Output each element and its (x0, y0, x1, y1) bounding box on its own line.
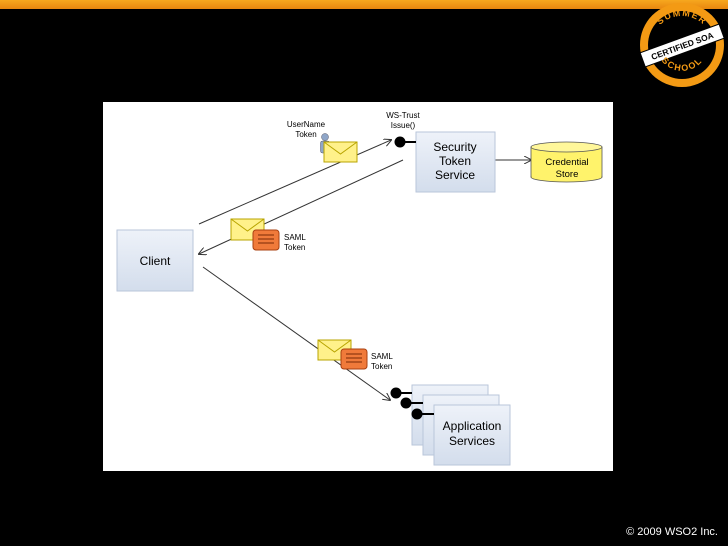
ws-trust-label-line-1: WS-Trust (386, 111, 420, 120)
app-services-label-line-1: Application (443, 419, 502, 433)
sts-label-line-1: Security (433, 140, 476, 154)
sts-label-line-3: Service (435, 168, 475, 182)
app-service-endpoints (390, 387, 434, 420)
endpoint-dot-icon (390, 387, 402, 399)
top-accent-bar (0, 0, 728, 9)
saml-token-icon (340, 348, 368, 370)
endpoint-dot-icon (411, 408, 423, 420)
username-token-label-line-1: UserName (287, 120, 326, 129)
envelope-icon (323, 141, 358, 163)
saml-token-icon (252, 229, 280, 251)
credential-store-node: Credential Store (530, 141, 603, 183)
sts-diagram: Client Security Token Service Credential… (116, 111, 603, 466)
diagram-panel: Client Security Token Service Credential… (103, 102, 613, 471)
endpoint-dot-icon (394, 136, 406, 148)
client-label: Client (140, 254, 171, 268)
footer-copyright: © 2009 WSO2 Inc. (626, 526, 718, 538)
saml-token-1-label-line-1: SAML (284, 233, 306, 242)
credential-store-label-line-2: Store (556, 169, 579, 180)
app-services-label-line-2: Services (449, 434, 495, 448)
client-to-app-line (202, 266, 390, 400)
client-to-sts-line (198, 140, 391, 225)
username-token-label-line-2: Token (295, 130, 316, 139)
application-services-node: Application Services (411, 384, 511, 466)
saml-token-1-label-line-2: Token (284, 243, 305, 252)
sts-label-line-2: Token (439, 154, 471, 168)
summer-school-logo: SUMMER CERTIFIED SOA SCHOOL (639, 3, 725, 87)
endpoint-dot-icon (400, 397, 412, 409)
ws-trust-endpoint (394, 136, 416, 148)
security-token-service-node: Security Token Service (415, 131, 496, 193)
credential-store-label-line-1: Credential (545, 157, 588, 168)
ws-trust-label-line-2: Issue() (391, 121, 416, 130)
saml-token-2-label-line-2: Token (371, 362, 392, 371)
client-node: Client (116, 229, 194, 292)
saml-token-2-label-line-1: SAML (371, 352, 393, 361)
